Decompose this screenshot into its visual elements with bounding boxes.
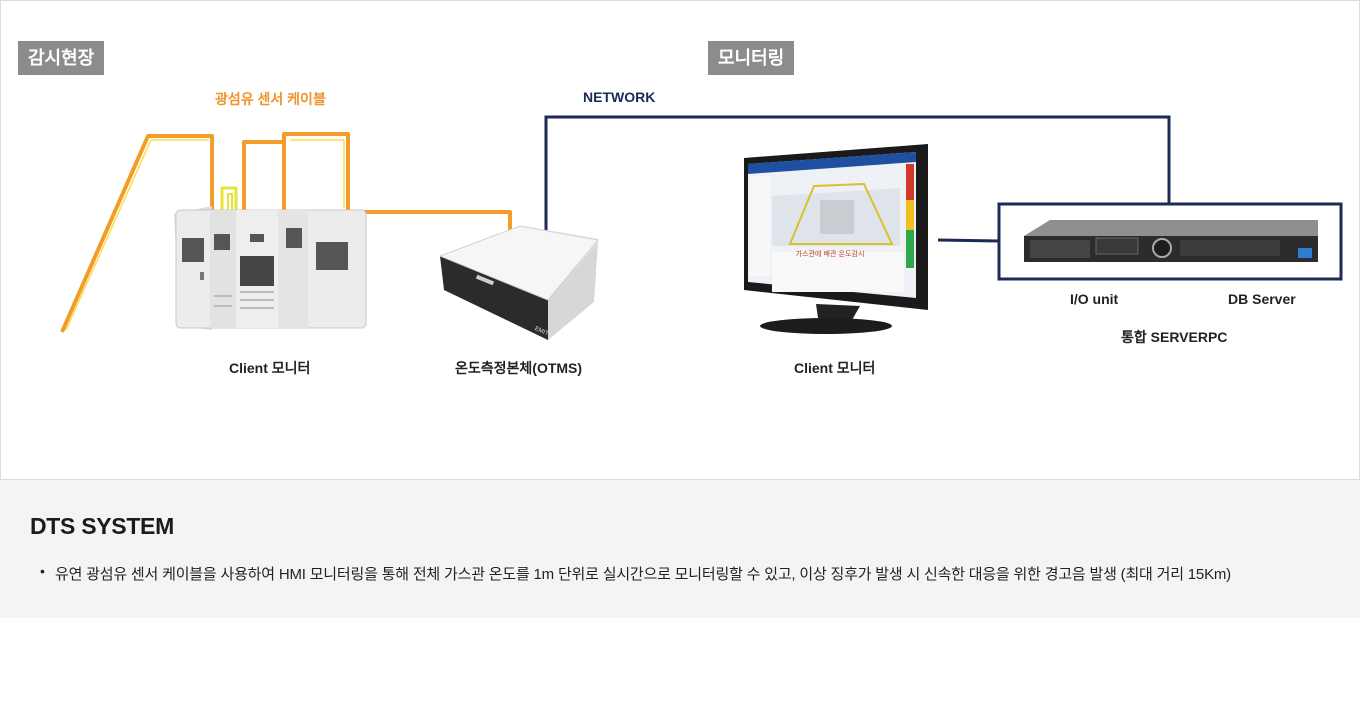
monitoring-tag: 모니터링 [708,41,795,75]
otms-device: EMITO [438,225,599,340]
section-title: DTS SYSTEM [30,513,174,539]
server-pc-label: 통합 SERVERPC [1121,329,1228,345]
io-unit-label: I/O unit [1070,291,1119,307]
bullet-icon: • [40,563,45,579]
cabinet-illustration [174,206,367,330]
db-server-label: DB Server [1228,291,1296,307]
client-monitor-left-label: Client 모니터 [229,360,311,376]
system-diagram: EMITO 가스관에 배관 온도감시 [60,115,1343,340]
svg-text:가스관에 배관 온도감시: 가스관에 배관 온도감시 [796,249,865,258]
fiber-cable-line [60,132,512,333]
description-text: 유연 광섬유 센서 케이블을 사용하여 HMI 모니터링을 통해 전체 가스관 … [55,566,1231,583]
client-monitor-display: 가스관에 배관 온도감시 [744,144,928,334]
fiber-cable-label: 광섬유 센서 케이블 [215,91,326,107]
site-tag: 감시현장 [18,41,105,75]
server-frame [997,202,1343,281]
network-line [544,115,1171,243]
otms-label: 온도측정본체(OTMS) [455,360,583,376]
info-section: DTS SYSTEM • 유연 광섬유 센서 케이블을 사용하여 HMI 모니터… [0,480,1360,618]
client-monitor-right-label: Client 모니터 [794,360,876,376]
network-label: NETWORK [583,89,656,105]
